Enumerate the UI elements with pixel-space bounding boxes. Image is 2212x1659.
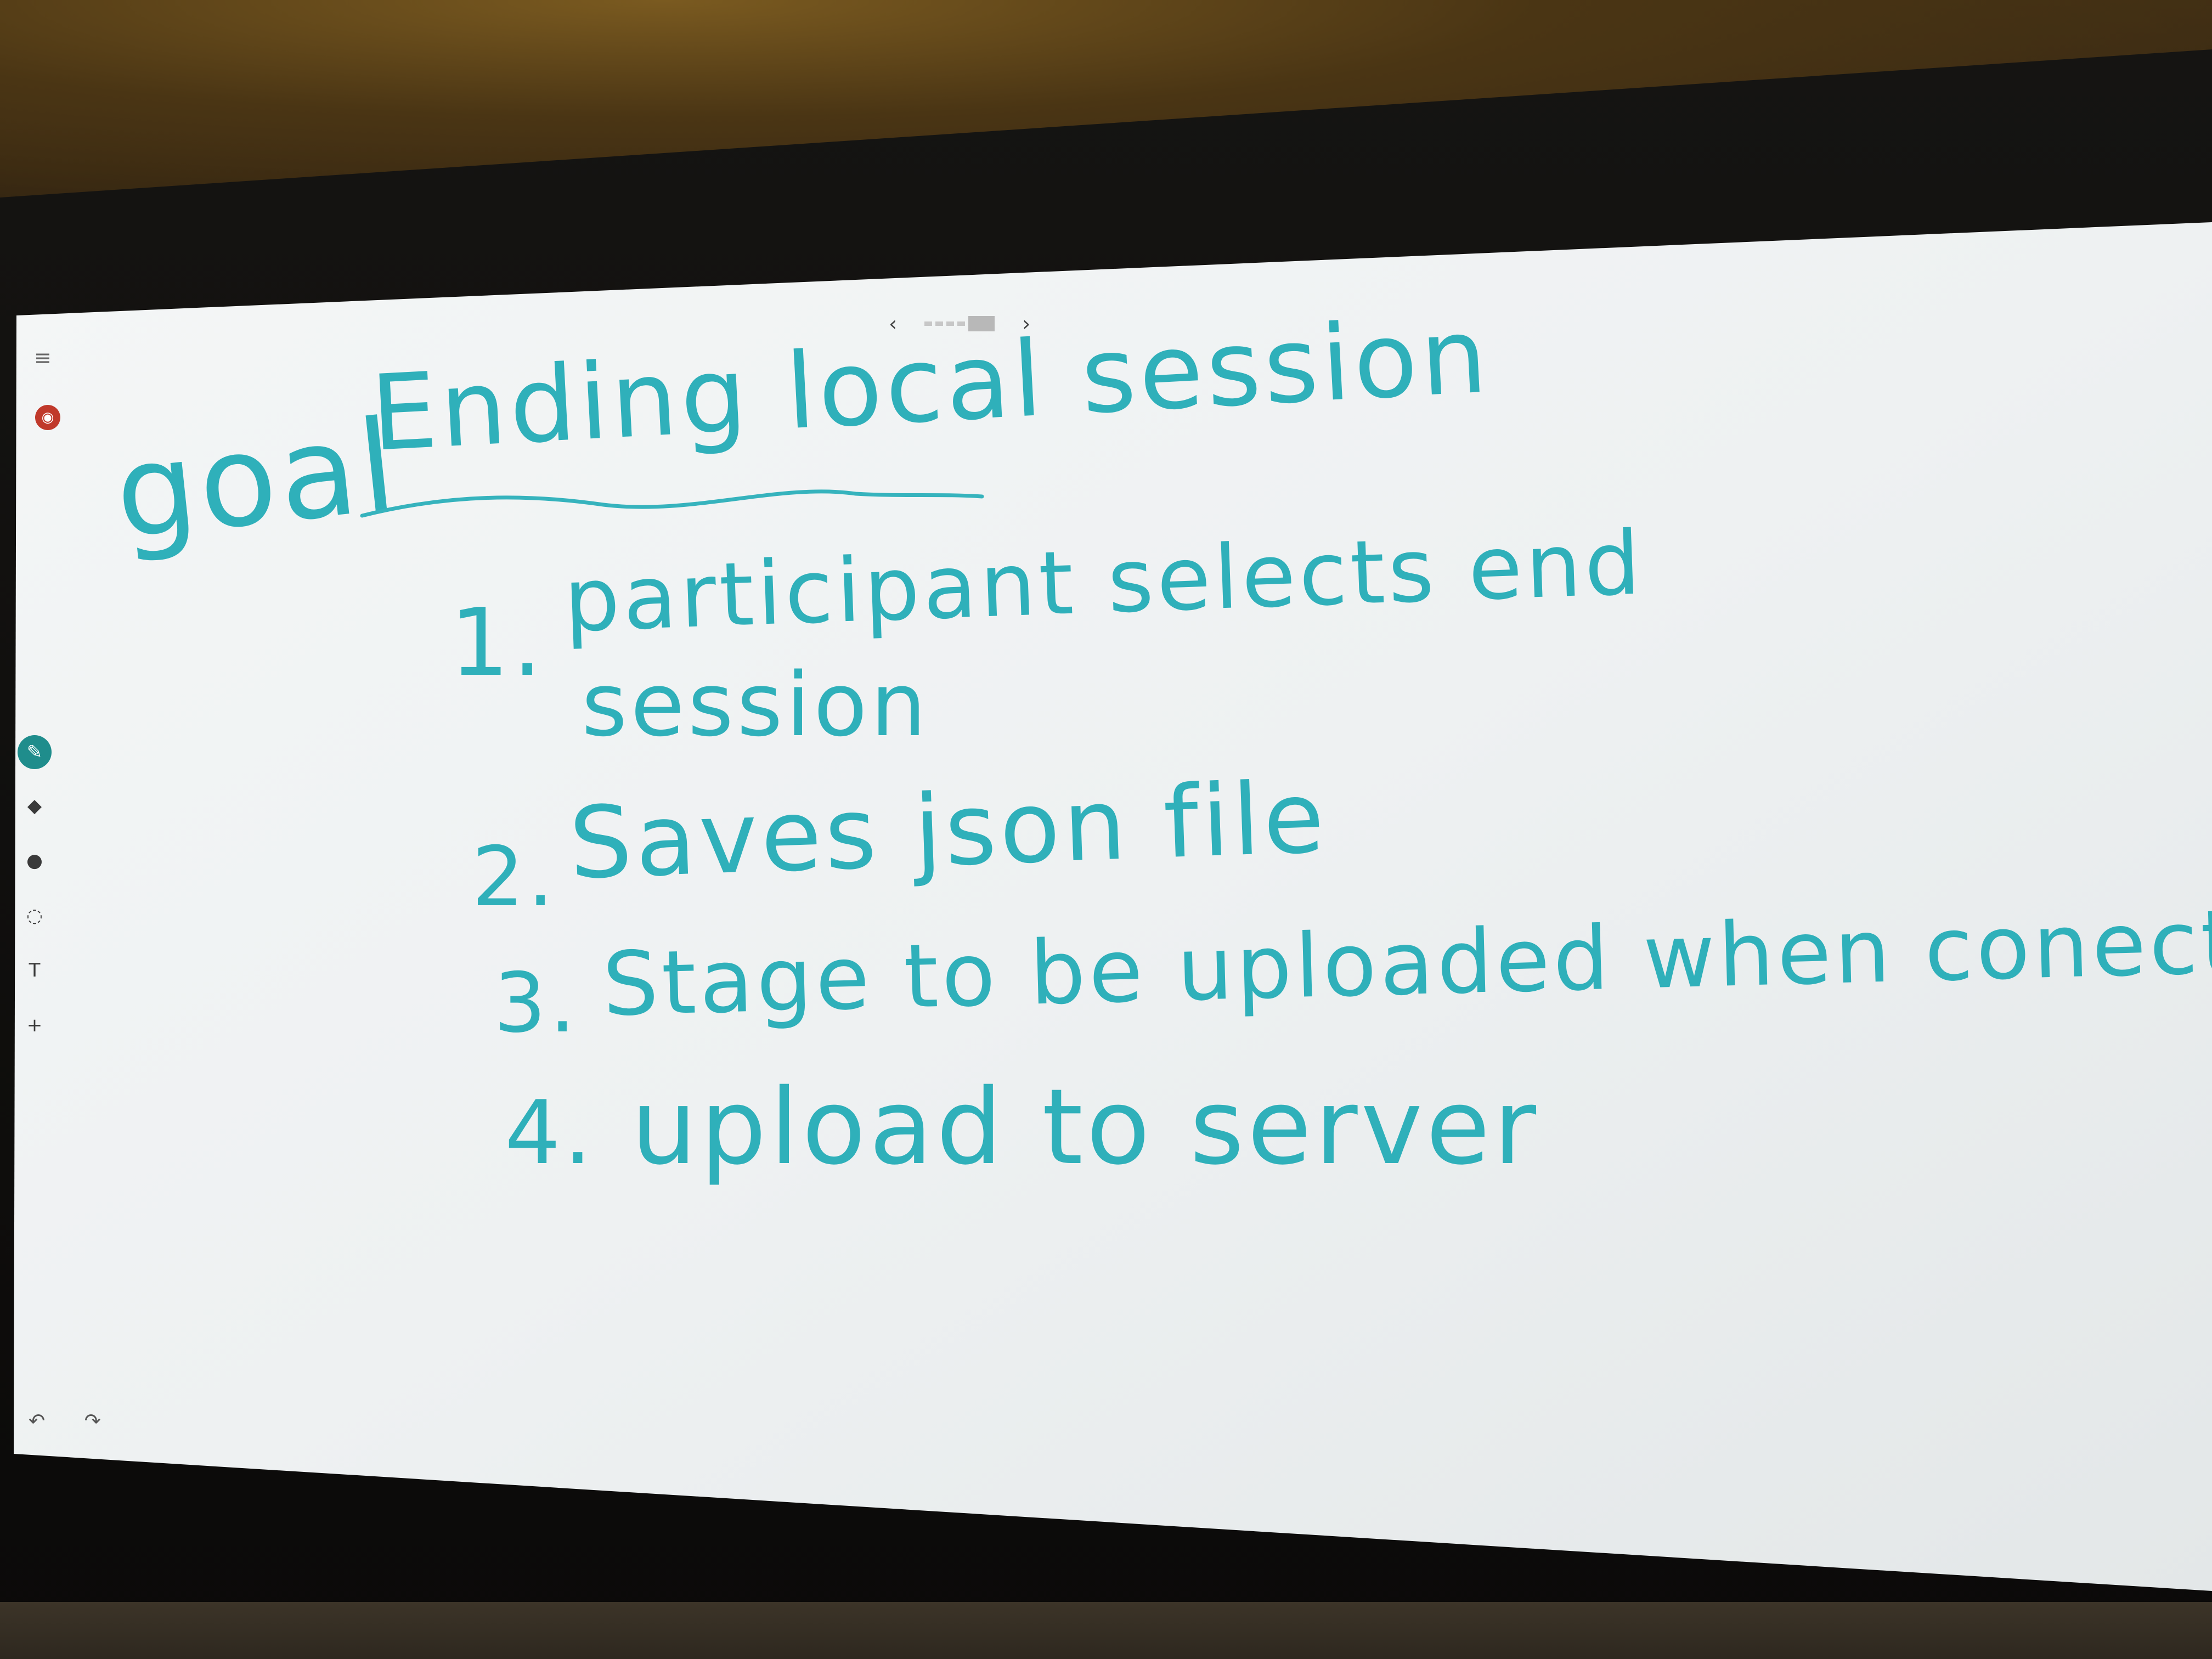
page-title: Ending local session: [368, 295, 1493, 475]
page-navigation: ‹ ›: [889, 312, 1030, 336]
plus-icon[interactable]: +: [26, 1014, 43, 1036]
step-1-text: participant selects end: [562, 511, 1645, 652]
step-2-number: 2.: [472, 830, 557, 925]
chevron-right-icon[interactable]: ›: [1022, 312, 1031, 336]
redo-icon[interactable]: ↷: [84, 1410, 101, 1432]
step-3-text: Stage to be uploaded when conected: [601, 887, 2212, 1036]
step-1-continuation: session: [582, 653, 929, 756]
desk-surface: [0, 1602, 2212, 1659]
step-4-number: 4.: [505, 1081, 595, 1184]
text-box-icon[interactable]: T: [29, 960, 41, 981]
undo-redo-controls: ↶ ↷: [29, 1410, 134, 1432]
hamburger-menu-icon[interactable]: ≡: [34, 346, 52, 370]
user-avatar-icon[interactable]: ◉: [35, 405, 60, 430]
pen-icon[interactable]: ✎: [18, 735, 52, 769]
step-1-number: 1.: [450, 589, 545, 697]
step-2-text: Saves json file: [567, 760, 1329, 901]
palette-icon[interactable]: ●: [26, 850, 43, 872]
tool-panel: ✎ ◆ ● ◌ T +: [10, 724, 59, 1064]
eraser-icon[interactable]: ◆: [27, 795, 42, 817]
lasso-select-icon[interactable]: ◌: [26, 905, 43, 927]
goal-label: goal: [109, 392, 405, 567]
title-underline: [360, 489, 984, 518]
page-indicator[interactable]: [924, 316, 995, 331]
chevron-left-icon[interactable]: ‹: [889, 312, 898, 336]
step-4-text: upload to server: [631, 1066, 1539, 1188]
undo-icon[interactable]: ↶: [29, 1410, 46, 1432]
step-3-number: 3.: [494, 956, 579, 1051]
